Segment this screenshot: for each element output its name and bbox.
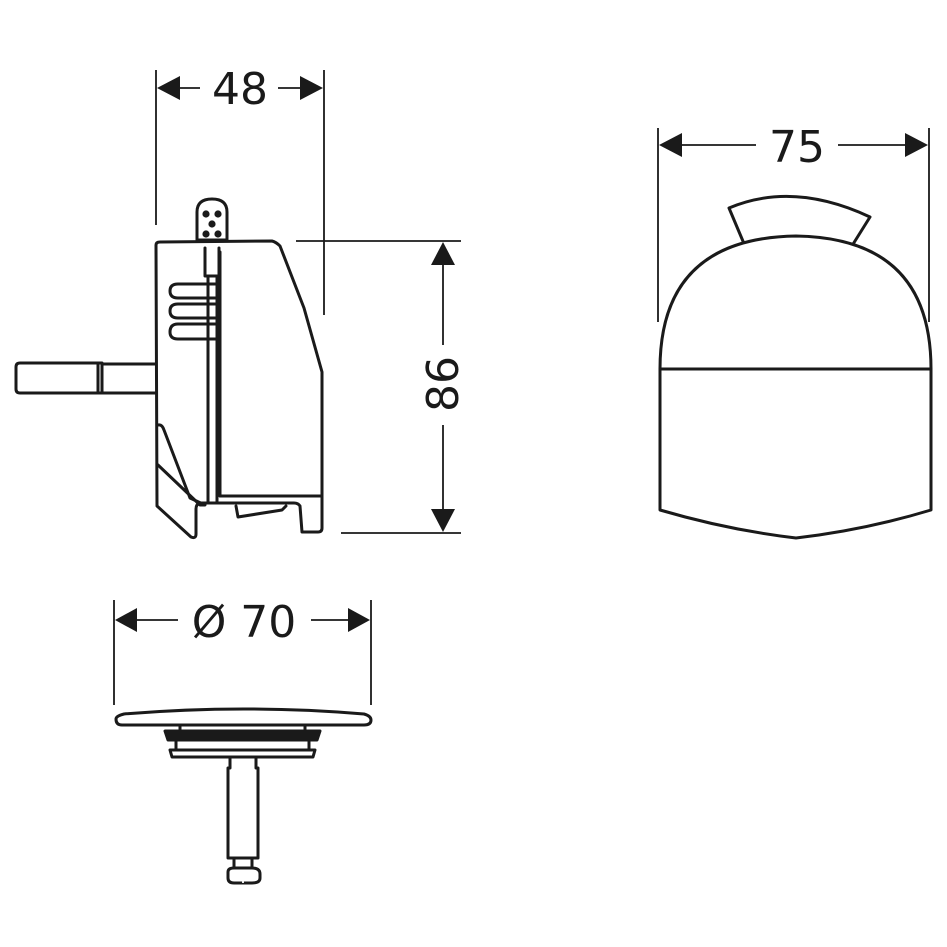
arrow-left-icon: [115, 608, 137, 632]
overflow-body-outline: [154, 239, 324, 540]
dimension-label-86: 86: [418, 356, 469, 412]
arrow-up-icon: [431, 242, 455, 265]
knob-head: [195, 197, 229, 242]
inlet-pipe: [14, 361, 157, 395]
arrow-right-icon: [300, 76, 323, 100]
arrow-down-icon: [431, 509, 455, 532]
screw-head: [226, 866, 262, 885]
arrow-right-icon: [905, 133, 928, 157]
dimension-height-86: 86: [296, 240, 469, 534]
dimension-label-diameter-70: Ø 70: [192, 597, 297, 648]
side-slots: [168, 282, 218, 341]
side-view-overflow-body: 48 86: [14, 64, 469, 540]
arrow-left-icon: [659, 133, 682, 157]
dimension-width-75: 75: [657, 122, 930, 322]
plug-view: Ø 70: [113, 597, 373, 885]
dimension-label-48: 48: [212, 64, 268, 115]
front-view-overflow-cover: 75: [657, 122, 933, 540]
arrow-right-icon: [348, 608, 370, 632]
arrow-left-icon: [157, 76, 180, 100]
dimension-width-48: 48: [155, 64, 325, 315]
dimension-diameter-70: Ø 70: [113, 597, 372, 705]
dimension-label-75: 75: [769, 122, 825, 173]
cover-body: [658, 234, 933, 540]
plug-cap: [114, 707, 373, 727]
